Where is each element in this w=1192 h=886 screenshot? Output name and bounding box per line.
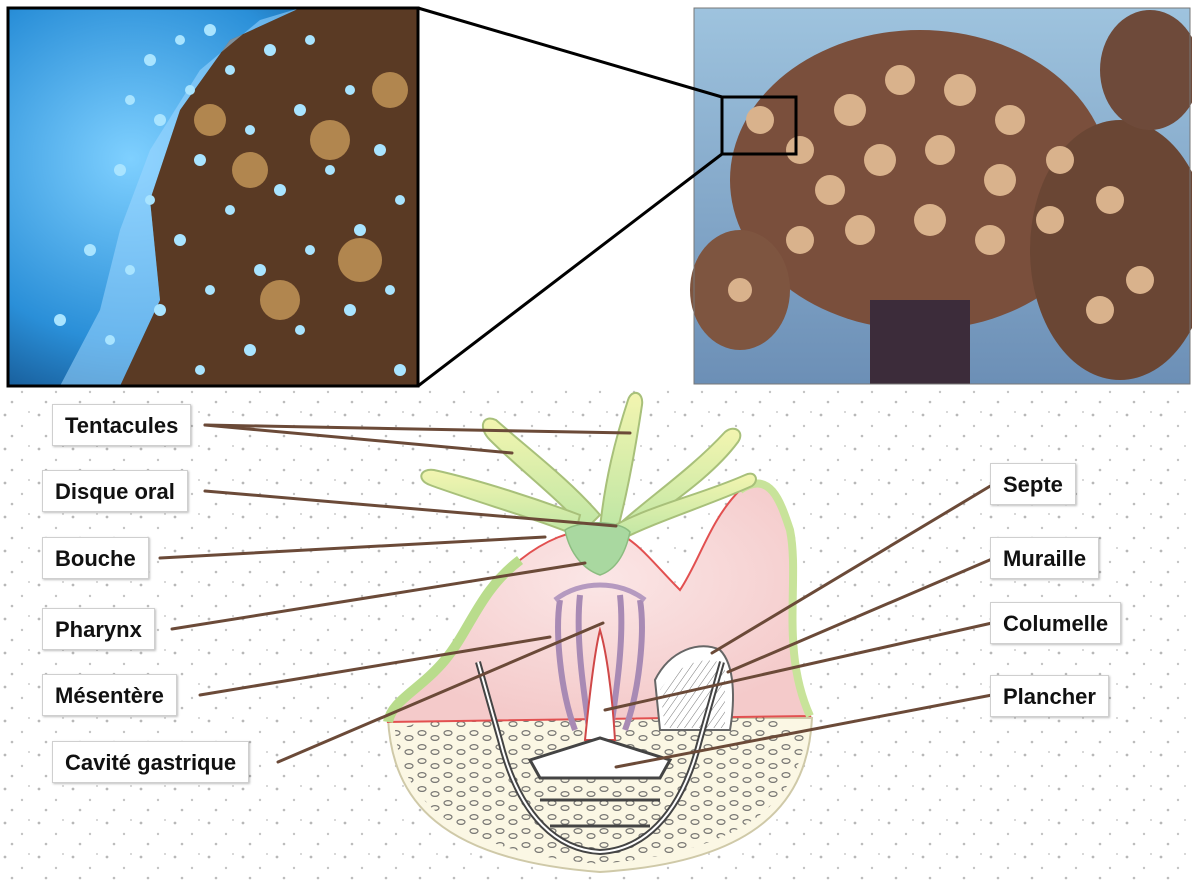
zoom-connector-top	[418, 8, 722, 97]
label-septe: Septe	[990, 463, 1076, 505]
label-tentacules: Tentacules	[52, 404, 191, 446]
label-plancher: Plancher	[990, 675, 1109, 717]
label-columelle: Columelle	[990, 602, 1121, 644]
label-mesentere: Mésentère	[42, 674, 177, 716]
coral-colony-photo	[690, 8, 1192, 384]
label-pharynx: Pharynx	[42, 608, 155, 650]
zoomed-polyp-photo	[8, 8, 418, 386]
label-bouche: Bouche	[42, 537, 149, 579]
label-disque-oral: Disque oral	[42, 470, 188, 512]
zoom-connector-bottom	[418, 154, 722, 386]
label-muraille: Muraille	[990, 537, 1099, 579]
label-cavite-gastrique: Cavité gastrique	[52, 741, 249, 783]
